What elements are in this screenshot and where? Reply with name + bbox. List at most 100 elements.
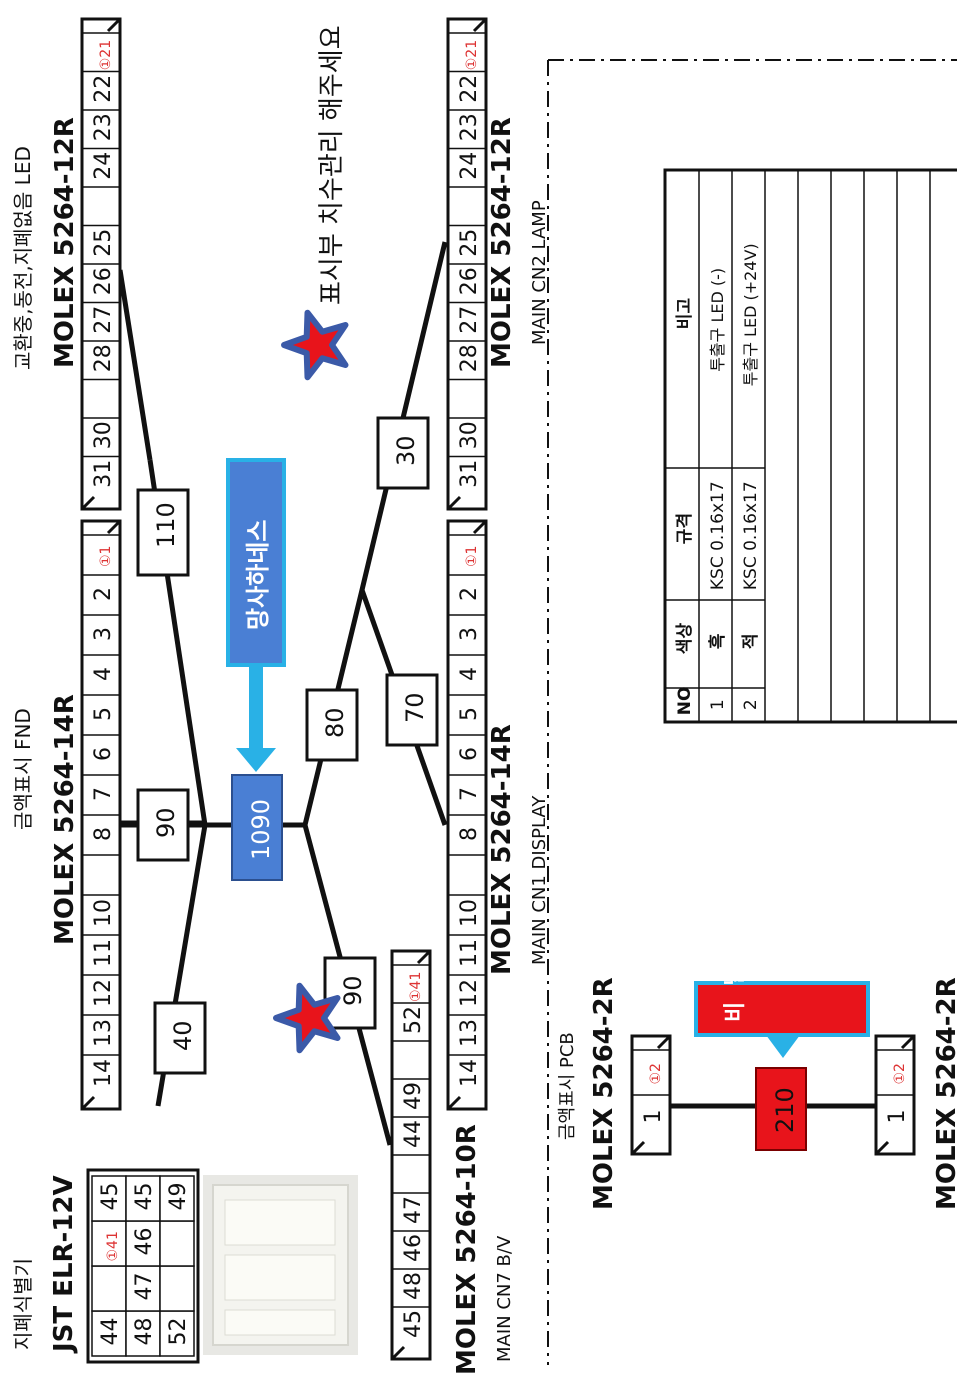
connector-cn1: MOLEX 5264-14R MAIN CN1 DISPLAY 14131211…	[446, 519, 550, 1111]
connector-fnd: 금액표시 FND MOLEX 5264-14R 1413121110876543…	[11, 519, 122, 1111]
svg-text:색상: 색상	[675, 623, 695, 655]
svg-text:47: 47	[132, 1273, 157, 1301]
svg-text:NO: NO	[675, 687, 695, 716]
svg-text:①41: ①41	[105, 1231, 121, 1261]
svg-text:1: 1	[708, 699, 728, 710]
pin-label: 7	[91, 787, 116, 801]
table-cell: NO	[675, 687, 695, 716]
svg-text:52: 52	[401, 1006, 426, 1034]
svg-text:①2: ①2	[648, 1063, 664, 1084]
svg-text:49: 49	[401, 1082, 426, 1110]
svg-text:45: 45	[401, 1310, 426, 1338]
length-label-90a: 90	[136, 788, 190, 862]
svg-text:7: 7	[91, 787, 116, 801]
length-label-30: 30	[376, 416, 430, 490]
star-icon	[281, 309, 349, 381]
pin-label: 8	[457, 827, 482, 841]
connector-cn7-label: MAIN CN7 B/V	[494, 1235, 515, 1362]
pin-label: 44	[401, 1120, 426, 1148]
connector-cn7-model: MOLEX 5264-10R	[452, 1124, 482, 1375]
jst-cell	[159, 1175, 195, 1222]
pin-label: 46	[401, 1234, 426, 1262]
connector-cn1-label: MAIN CN1 DISPLAY	[529, 795, 550, 965]
svg-text:48: 48	[132, 1318, 157, 1346]
svg-text:1: 1	[641, 1110, 666, 1124]
pin-label: 27	[91, 306, 116, 334]
pin-label: 26	[91, 267, 116, 295]
pin-label: 45	[401, 1310, 426, 1338]
connector-pcb: 금액표시 PCB MOLEX 5264-2R 1 ①2	[557, 977, 672, 1210]
pin-label: 52	[401, 1006, 426, 1034]
svg-text:8: 8	[91, 827, 116, 841]
pin-label: 3	[91, 627, 116, 641]
pin-label: ①41	[408, 972, 424, 1002]
jst-cell	[91, 1265, 127, 1312]
dimension-note: 표시부 치수관리 해주세요	[317, 25, 347, 305]
jst-cell	[159, 1220, 195, 1267]
svg-text:70: 70	[401, 692, 429, 723]
connector-pcb-label: 금액표시 PCB	[557, 1032, 578, 1140]
svg-text:52: 52	[166, 1318, 191, 1346]
svg-text:6: 6	[457, 747, 482, 761]
pin-label: 3	[457, 627, 482, 641]
pin-label: 25	[91, 229, 116, 257]
svg-text:26: 26	[457, 267, 482, 295]
svg-text:46: 46	[401, 1234, 426, 1262]
connector-fnd-label: 금액표시 FND	[11, 708, 35, 830]
svg-text:11: 11	[91, 939, 116, 967]
jst-cell	[125, 1175, 161, 1222]
pin-label: 2	[91, 587, 116, 601]
jst-cell	[159, 1310, 195, 1357]
pin-label: 11	[457, 939, 482, 967]
svg-text:투출구 LED (-): 투출구 LED (-)	[708, 268, 727, 372]
pin-label: 31	[457, 460, 482, 488]
svg-text:28: 28	[457, 344, 482, 372]
svg-text:110: 110	[152, 502, 180, 548]
svg-text:45: 45	[98, 1183, 123, 1211]
svg-text:26: 26	[91, 267, 116, 295]
svg-text:14: 14	[457, 1059, 482, 1087]
connector-led-model: MOLEX 5264-12R	[50, 117, 80, 368]
pin-label: 11	[91, 939, 116, 967]
pin-label: ①21	[98, 40, 114, 70]
connector-pcb-model: MOLEX 5264-2R	[589, 977, 619, 1210]
pin-label: 49	[401, 1082, 426, 1110]
svg-text:22: 22	[91, 75, 116, 103]
connector-cn2-lamp-model: MOLEX 5264-12R	[487, 117, 517, 368]
svg-text:3: 3	[91, 627, 116, 641]
table-cell: 투출구 LED (-)	[708, 268, 727, 372]
length-label-110: 110	[136, 488, 190, 577]
connector-cn2-lamp: MOLEX 5264-12R MAIN CN2 LAMP 31302827262…	[446, 17, 550, 511]
svg-text:4: 4	[91, 667, 116, 681]
svg-text:2: 2	[457, 587, 482, 601]
pin-label: 22	[457, 75, 482, 103]
jst-cell	[91, 1220, 127, 1267]
connector-jst-model: JST ELR-12V	[49, 1175, 79, 1354]
svg-text:30: 30	[457, 421, 482, 449]
svg-text:KSC 0.16x17: KSC 0.16x17	[708, 481, 728, 590]
pin-label: 8	[91, 827, 116, 841]
svg-text:210: 210	[771, 1087, 799, 1133]
svg-text:24: 24	[457, 152, 482, 180]
svg-text:3: 3	[457, 627, 482, 641]
length-label-90b: 90	[323, 956, 377, 1030]
svg-text:비닐튜브: 비닐튜브	[723, 877, 748, 1022]
table-cell: 적	[741, 633, 761, 649]
svg-text:표시부 치수관리 해주세요: 표시부 치수관리 해주세요	[317, 25, 347, 305]
jst-cell	[125, 1220, 161, 1267]
svg-text:4: 4	[457, 667, 482, 681]
star-icon	[273, 982, 341, 1054]
svg-text:31: 31	[91, 460, 116, 488]
svg-text:22: 22	[457, 75, 482, 103]
connector-bottom-model: MOLEX 5264-2R	[932, 977, 957, 1210]
harness-callout: 망사하네스	[226, 458, 286, 772]
svg-text:30: 30	[91, 421, 116, 449]
svg-text:23: 23	[457, 113, 482, 141]
pin-label: 13	[91, 1019, 116, 1047]
pin-label: 27	[457, 306, 482, 334]
